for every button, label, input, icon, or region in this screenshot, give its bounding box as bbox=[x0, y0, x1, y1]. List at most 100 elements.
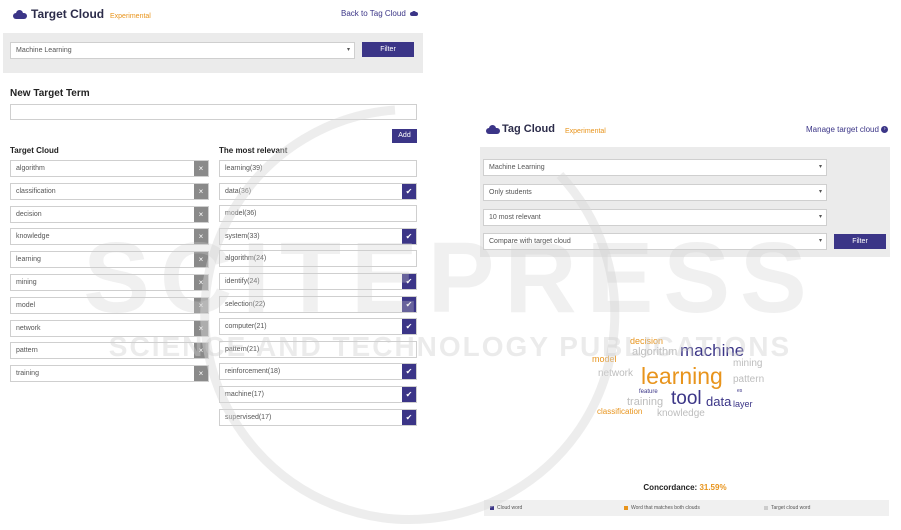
cloud-word[interactable]: network bbox=[598, 368, 634, 379]
target-cloud-item-label: pattern bbox=[16, 347, 38, 355]
cloud-word[interactable]: layer bbox=[733, 399, 753, 409]
remove-icon[interactable]: × bbox=[194, 343, 208, 359]
target-cloud-item: training × bbox=[10, 365, 209, 383]
back-to-tag-cloud-link[interactable]: Back to Tag Cloud bbox=[341, 9, 419, 18]
remove-icon[interactable]: × bbox=[194, 161, 208, 176]
checkmark-icon[interactable]: ✔ bbox=[402, 364, 416, 380]
remove-icon[interactable]: × bbox=[194, 206, 208, 222]
compare-select[interactable]: Compare with target cloud ▾ bbox=[483, 233, 827, 250]
target-cloud-item: classification × bbox=[10, 182, 209, 200]
cloud-word[interactable]: data bbox=[706, 394, 732, 409]
most-relevant-item-label: reinforcement(18) bbox=[225, 368, 281, 376]
legend-swatch bbox=[764, 505, 768, 510]
cloud-word[interactable]: mining bbox=[733, 358, 763, 369]
remove-icon[interactable]: × bbox=[194, 183, 208, 199]
filter-button[interactable]: Filter bbox=[362, 42, 414, 57]
remove-icon[interactable]: × bbox=[194, 275, 208, 290]
cloud-word[interactable]: classification bbox=[597, 407, 643, 416]
target-cloud-item: learning× bbox=[10, 251, 209, 269]
count-select[interactable]: 10 most relevant ▾ bbox=[483, 209, 827, 226]
most-relevant-item-label: data(36) bbox=[225, 187, 252, 195]
cloud-word[interactable]: knowledge bbox=[657, 408, 705, 419]
chevron-down-icon: ▾ bbox=[818, 164, 822, 170]
target-cloud-item: network × bbox=[10, 319, 209, 337]
target-cloud-item-label: training bbox=[16, 370, 39, 378]
most-relevant-item[interactable]: computer(21) ✔ bbox=[219, 318, 417, 336]
topic-select[interactable]: Machine Learning ▾ bbox=[10, 42, 355, 59]
legend-label: Cloud word bbox=[497, 505, 523, 511]
most-relevant-item[interactable]: data(36) ✔ bbox=[219, 182, 417, 200]
target-cloud-heading: Target Cloud bbox=[10, 146, 59, 155]
cloud-word[interactable]: machine bbox=[680, 341, 745, 360]
manage-target-cloud-link[interactable]: Manage target cloud › bbox=[806, 125, 889, 134]
add-button[interactable]: Add bbox=[392, 129, 417, 143]
most-relevant-item-label: system(33) bbox=[225, 232, 260, 240]
remove-icon[interactable]: × bbox=[194, 297, 208, 313]
most-relevant-item[interactable]: learning(39) bbox=[219, 160, 417, 177]
cloud-icon bbox=[410, 11, 419, 16]
most-relevant-item[interactable]: reinforcement(18) ✔ bbox=[219, 363, 417, 381]
cloud-word[interactable]: feature bbox=[639, 389, 658, 395]
cloud-word[interactable]: training bbox=[627, 396, 664, 408]
page-title: Target Cloud bbox=[31, 7, 105, 21]
target-cloud-item: mining × bbox=[10, 274, 209, 291]
topic-select[interactable]: Machine Learning ▾ bbox=[483, 159, 827, 176]
most-relevant-item-label: computer(21) bbox=[225, 323, 267, 331]
cloud-word[interactable]: model bbox=[592, 354, 617, 364]
checkmark-icon[interactable]: ✔ bbox=[402, 409, 416, 425]
cloud-word[interactable]: tool bbox=[671, 388, 702, 409]
most-relevant-item-label: model(36) bbox=[225, 210, 257, 218]
checkmark-icon[interactable]: ✔ bbox=[402, 296, 416, 312]
most-relevant-item[interactable]: system(33) ✔ bbox=[219, 227, 417, 245]
new-target-term-input[interactable] bbox=[10, 104, 417, 120]
target-cloud-item-label: mining bbox=[16, 279, 37, 286]
cloud-icon bbox=[486, 125, 500, 134]
legend-item: Word that matches both clouds bbox=[624, 505, 700, 511]
most-relevant-item[interactable]: identify(24)✔ bbox=[219, 273, 417, 290]
cloud-word[interactable]: es bbox=[737, 388, 743, 394]
most-relevant-item[interactable]: model(36) bbox=[219, 205, 417, 223]
target-cloud-item-label: classification bbox=[16, 187, 56, 195]
most-relevant-item[interactable]: algorithm(24) bbox=[219, 250, 417, 268]
filter-bar: Machine Learning ▾ Filter bbox=[3, 33, 423, 73]
checkmark-icon[interactable]: ✔ bbox=[402, 387, 416, 402]
filter-button[interactable]: Filter bbox=[834, 234, 886, 249]
target-cloud-header: Target Cloud Experimental Back to Tag Cl… bbox=[3, 0, 426, 30]
checkmark-icon[interactable]: ✔ bbox=[402, 183, 416, 199]
legend-label: Target cloud word bbox=[771, 505, 811, 511]
concordance-value: 31.59% bbox=[699, 483, 727, 492]
target-cloud-item: model × bbox=[10, 296, 209, 314]
tag-cloud-title: Tag Cloud bbox=[502, 123, 555, 135]
arrow-circle-icon: › bbox=[881, 126, 889, 134]
target-cloud-item: decision × bbox=[10, 205, 209, 223]
filter-bar: Machine Learning ▾ Only students ▾ 10 mo… bbox=[480, 147, 890, 257]
most-relevant-item[interactable]: pattern(21) bbox=[219, 340, 417, 358]
legend: Cloud word Word that matches both clouds T… bbox=[484, 500, 889, 516]
topic-select-value: Machine Learning bbox=[489, 164, 545, 171]
remove-icon[interactable]: × bbox=[194, 229, 208, 245]
remove-icon[interactable]: × bbox=[194, 320, 208, 336]
chevron-down-icon: ▾ bbox=[346, 47, 350, 53]
target-cloud-item-label: decision bbox=[16, 210, 42, 218]
target-cloud-item-label: model bbox=[16, 301, 36, 309]
most-relevant-item[interactable]: supervised(17)✔ bbox=[219, 408, 417, 426]
cloud-word[interactable]: pattern bbox=[733, 374, 765, 385]
most-relevant-item[interactable]: selection(22) ✔ bbox=[219, 295, 417, 313]
target-cloud-item-label: knowledge bbox=[16, 233, 50, 241]
cloud-word[interactable]: algorithm bbox=[632, 346, 678, 358]
count-select-value: 10 most relevant bbox=[489, 214, 541, 221]
cloud-word[interactable]: decision bbox=[630, 336, 664, 346]
most-relevant-item[interactable]: machine(17)✔ bbox=[219, 386, 417, 403]
checkmark-icon[interactable]: ✔ bbox=[402, 319, 416, 335]
cloud-word[interactable]: learning bbox=[641, 363, 723, 389]
target-cloud-item: pattern × bbox=[10, 342, 209, 360]
most-relevant-item-label: selection(22) bbox=[225, 300, 266, 308]
chevron-down-icon: ▾ bbox=[818, 189, 822, 195]
target-cloud-item-label: network bbox=[16, 324, 41, 332]
remove-icon[interactable]: × bbox=[194, 366, 208, 382]
checkmark-icon[interactable]: ✔ bbox=[402, 228, 416, 244]
remove-icon[interactable]: × bbox=[194, 252, 208, 268]
checkmark-icon[interactable]: ✔ bbox=[402, 274, 416, 289]
audience-select[interactable]: Only students ▾ bbox=[483, 184, 827, 201]
